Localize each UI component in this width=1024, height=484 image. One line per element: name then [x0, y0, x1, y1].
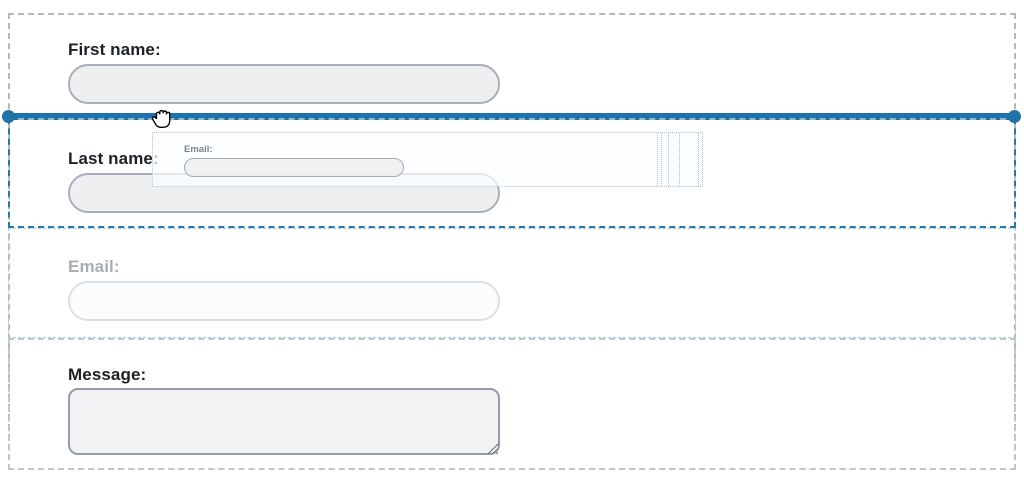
drop-indicator-dot-right [1008, 110, 1021, 123]
resize-grip-icon[interactable] [487, 443, 498, 454]
ghost-column-divider [657, 133, 658, 186]
field-row-message[interactable] [8, 338, 1016, 470]
message-label: Message: [68, 365, 147, 384]
message-textarea[interactable] [68, 388, 500, 455]
field-row-email-drag-source[interactable] [8, 228, 1016, 338]
ghost-email-label: Email: [184, 144, 213, 155]
ghost-column-divider [668, 133, 669, 186]
ghost-email-input-preview [184, 158, 404, 177]
ghost-column-divider [679, 133, 680, 186]
last-name-label: Last name: [68, 149, 159, 168]
grabbing-hand-cursor [151, 109, 171, 128]
email-label: Email: [68, 257, 120, 276]
ghost-column-divider [698, 133, 699, 186]
drop-indicator-dot-left [2, 110, 15, 123]
email-input[interactable] [68, 281, 500, 321]
drag-ghost-email-field: Email: [152, 132, 703, 187]
first-name-label: First name: [68, 40, 161, 59]
drop-indicator-line [8, 113, 1016, 120]
first-name-input[interactable] [68, 64, 500, 104]
ghost-column-divider [661, 133, 662, 186]
